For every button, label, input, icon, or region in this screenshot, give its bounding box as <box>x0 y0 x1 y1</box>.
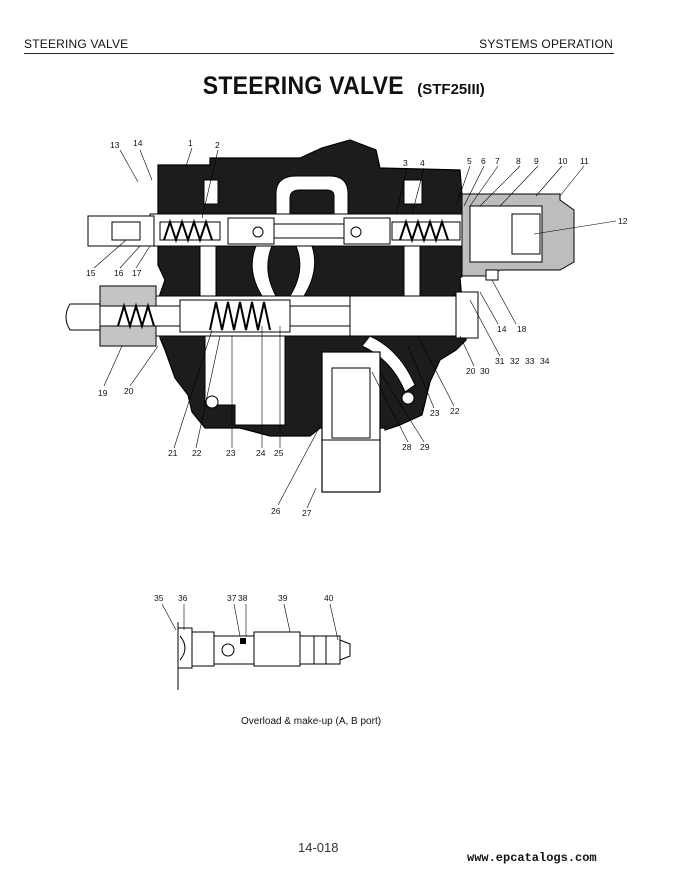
overload-valve-detail <box>177 622 351 690</box>
part-label: 17 <box>132 268 142 278</box>
page-title: STEERING VALVE (STF25III) <box>0 72 679 101</box>
part-label: 13 <box>110 140 120 150</box>
detail-caption: Overload & make-up (A, B port) <box>241 716 382 727</box>
page-title-model: (STF25III) <box>417 81 485 98</box>
part-label: 32 <box>510 356 520 366</box>
part-label: 3 <box>403 158 408 168</box>
leader-lines <box>93 147 617 509</box>
part-label: 19 <box>98 388 108 398</box>
header-rule <box>24 53 614 54</box>
part-label: 25 <box>274 448 284 458</box>
part-label: 27 <box>302 508 312 518</box>
part-label: 16 <box>114 268 124 278</box>
part-label: 35 <box>154 593 164 603</box>
part-label: 40 <box>324 593 334 603</box>
part-label: 1 <box>188 138 193 148</box>
part-label: 18 <box>517 324 527 334</box>
part-label: 20 <box>124 386 134 396</box>
website-link[interactable]: www.epcatalogs.com <box>467 851 597 865</box>
part-label: 23 <box>226 448 236 458</box>
part-label: 39 <box>278 593 288 603</box>
page-title-main: STEERING VALVE <box>202 72 405 100</box>
part-label: 15 <box>86 268 96 278</box>
part-label: 37 <box>227 593 237 603</box>
header-section-title: STEERING VALVE <box>24 37 129 51</box>
part-label: 7 <box>495 156 500 166</box>
part-label: 12 <box>618 216 628 226</box>
part-label: 2 <box>215 140 220 150</box>
part-label: 33 <box>525 356 535 366</box>
part-label: 36 <box>178 593 188 603</box>
part-label: 10 <box>558 156 568 166</box>
part-label: 31 <box>495 356 505 366</box>
part-label: 22 <box>192 448 202 458</box>
part-label: 4 <box>420 158 425 168</box>
valve-body <box>149 139 471 437</box>
detail-leader-lines <box>161 603 339 641</box>
part-label: 21 <box>168 448 178 458</box>
part-label: 6 <box>481 156 486 166</box>
part-label: 38 <box>238 593 248 603</box>
part-label: 29 <box>420 442 430 452</box>
part-label: 34 <box>540 356 550 366</box>
end-cap <box>461 193 575 281</box>
main-part-labels: 13 14 1 2 3 4 5 6 7 8 9 10 11 12 15 16 1… <box>86 138 628 518</box>
part-label: 28 <box>402 442 412 452</box>
part-label: 20 <box>466 366 476 376</box>
part-label: 26 <box>271 506 281 516</box>
part-label: 14 <box>133 138 143 148</box>
part-label: 5 <box>467 156 472 166</box>
part-label: 22 <box>450 406 460 416</box>
header-chapter-title: SYSTEMS OPERATION <box>479 37 613 51</box>
relief-valve <box>65 285 479 347</box>
detail-part-labels: 35 36 37 38 39 40 <box>154 593 334 603</box>
part-label: 8 <box>516 156 521 166</box>
part-label: 30 <box>480 366 490 376</box>
bottom-port <box>321 351 381 493</box>
main-spool <box>87 215 461 247</box>
part-label: 24 <box>256 448 266 458</box>
part-label: 11 <box>580 156 589 166</box>
part-label: 9 <box>534 156 539 166</box>
part-label: 23 <box>430 408 440 418</box>
page-number: 14-018 <box>298 840 339 855</box>
part-label: 14 <box>497 324 507 334</box>
